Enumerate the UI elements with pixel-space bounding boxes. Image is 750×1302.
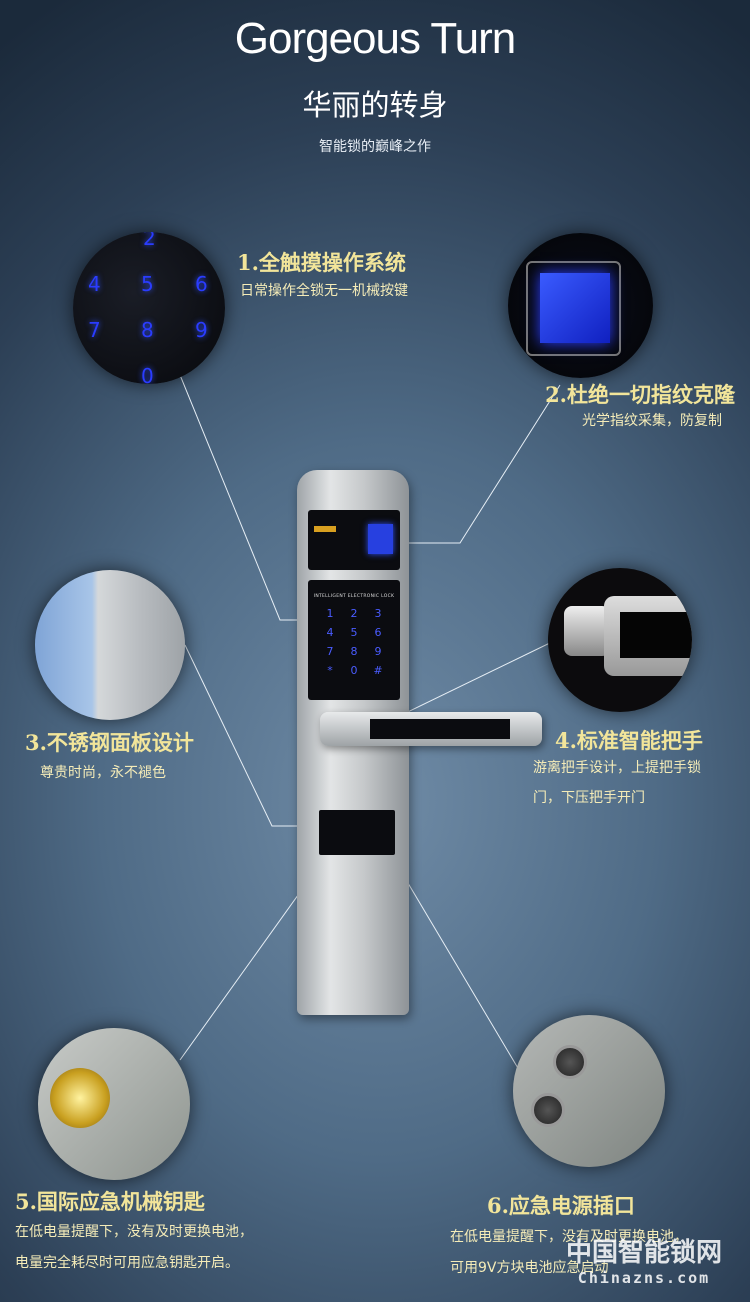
keypad-closeup-image: 2 4 5 6 7 8 9 0 bbox=[73, 232, 225, 384]
lock-key-#[interactable]: # bbox=[373, 664, 383, 677]
stainless-panel-image bbox=[35, 570, 185, 720]
lock-key-9[interactable]: 9 bbox=[374, 645, 382, 658]
feature-1-title: 1.全触摸操作系统 bbox=[237, 250, 406, 275]
feature-3-desc: 尊贵时尚，永不褪色 bbox=[40, 765, 166, 781]
callout-line-3 bbox=[184, 644, 310, 827]
page-subtitle: 华丽的转身 bbox=[302, 88, 448, 122]
lock-key-7[interactable]: 7 bbox=[326, 645, 334, 658]
lock-key-8[interactable]: 8 bbox=[350, 645, 358, 658]
lock-key-2[interactable]: 2 bbox=[350, 607, 358, 620]
feature-6-title: 6.应急电源插口 bbox=[487, 1193, 635, 1218]
lock-key-1[interactable]: 1 bbox=[326, 607, 334, 620]
key-cover bbox=[319, 810, 395, 855]
feature-4-desc-2: 门，下压把手开门 bbox=[533, 790, 645, 806]
fingerprint-module bbox=[308, 510, 400, 570]
feature-4-title: 4.标准智能把手 bbox=[555, 728, 703, 753]
lock-key-4[interactable]: 4 bbox=[326, 626, 334, 639]
lock-key-*[interactable]: * bbox=[327, 664, 333, 677]
callout-line-2 bbox=[400, 384, 561, 544]
mechanical-key-image bbox=[38, 1028, 190, 1180]
page-tagline: 智能锁的巅峰之作 bbox=[319, 139, 431, 155]
fingerprint-sensor-icon bbox=[368, 524, 393, 554]
lock-handle bbox=[320, 712, 542, 746]
feature-1-desc: 日常操作全锁无一机械按键 bbox=[240, 283, 408, 299]
feature-4-desc-1: 游离把手设计，上提把手锁 bbox=[533, 760, 701, 776]
lock-key-0[interactable]: 0 bbox=[350, 664, 358, 677]
feature-6-desc-1: 在低电量提醒下，没有及时更换电池， bbox=[450, 1229, 688, 1245]
lock-key-5[interactable]: 5 bbox=[350, 626, 358, 639]
feature-2-title: 2.杜绝一切指纹克隆 bbox=[545, 382, 735, 407]
fingerprint-sensor-image bbox=[508, 233, 653, 378]
watermark-logo: 中国智能锁网 Chinazns.com bbox=[565, 1238, 722, 1287]
feature-5-desc-1: 在低电量提醒下，没有及时更换电池， bbox=[15, 1224, 253, 1240]
handle-closeup-image bbox=[548, 568, 692, 712]
feature-5-desc-2: 电量完全耗尽时可用应急钥匙开启。 bbox=[15, 1255, 239, 1271]
page-title: Gorgeous Turn bbox=[234, 14, 517, 63]
feature-2-desc: 光学指纹采集，防复制 bbox=[582, 413, 722, 429]
lock-key-3[interactable]: 3 bbox=[374, 607, 382, 620]
feature-3-title: 3.不锈钢面板设计 bbox=[25, 730, 194, 755]
lock-key-6[interactable]: 6 bbox=[374, 626, 382, 639]
feature-6-desc-2: 可用9V方块电池应急启动 bbox=[450, 1260, 609, 1276]
feature-5-title: 5.国际应急机械钥匙 bbox=[15, 1189, 205, 1214]
emergency-power-port-image bbox=[513, 1015, 665, 1167]
